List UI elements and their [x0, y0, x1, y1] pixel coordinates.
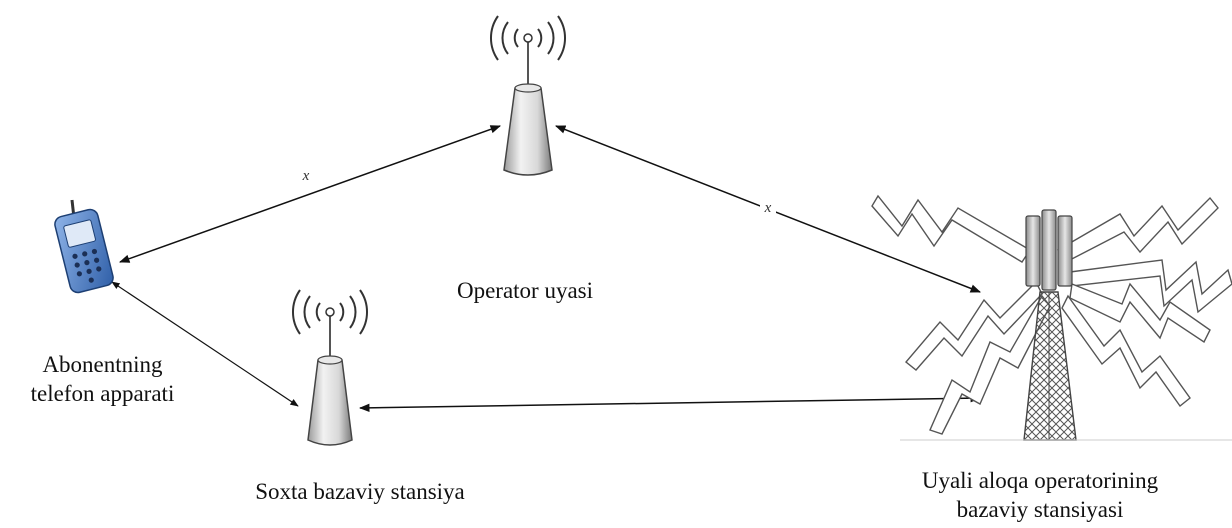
link-operator-basestation: x [555, 125, 981, 293]
link-fake-station-basestation [358, 393, 982, 413]
fake-station-label: Soxta bazaviy stansiya [255, 479, 465, 504]
subscriber-label-line2: telefon apparati [30, 381, 175, 406]
operator-node-label: Operator uyasi [456, 278, 594, 303]
operator-antenna-icon [489, 15, 567, 176]
mobile-phone-icon [54, 199, 114, 294]
subscriber-label-line1: Abonentning [42, 352, 163, 377]
blocked-link-marker: x [302, 168, 310, 184]
subscriber-phone-label: Abonentning telefon apparati [0, 350, 205, 408]
base-station-label-line2: bazaviy stansiyasi [956, 497, 1124, 522]
cell-tower-icon [871, 194, 1232, 441]
link-phone-fake-station [111, 281, 299, 407]
base-station-label: Uyali aloqa operatorining bazaviy stansi… [870, 466, 1210, 524]
blocked-link-marker: x [764, 200, 772, 216]
base-station-label-line1: Uyali aloqa operatorining [921, 468, 1159, 493]
fake-station-antenna-icon [291, 289, 369, 446]
link-phone-operator: x [119, 125, 501, 263]
